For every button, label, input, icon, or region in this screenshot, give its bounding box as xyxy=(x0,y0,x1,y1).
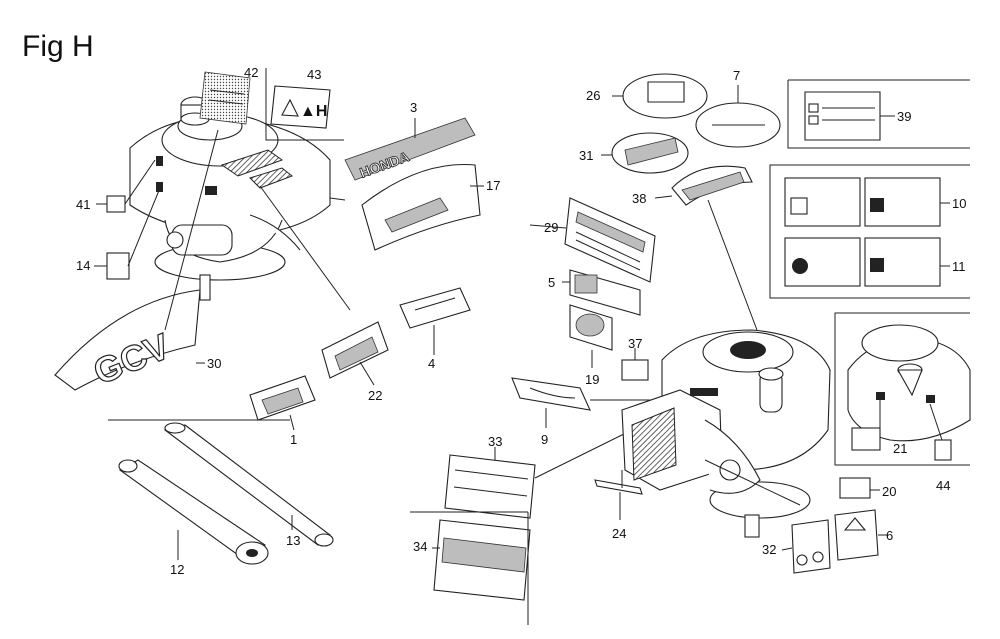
part-26-oval xyxy=(612,73,708,119)
part-37-label xyxy=(621,359,649,381)
callout-1: 1 xyxy=(290,432,297,447)
callout-5: 5 xyxy=(548,275,555,290)
left-leader-lines xyxy=(124,129,351,331)
parts-10-11-panel xyxy=(769,164,970,299)
part-41-label xyxy=(106,195,126,213)
callout-43: 43 xyxy=(307,67,321,82)
part-6-label xyxy=(834,509,888,561)
callout-20: 20 xyxy=(882,484,896,499)
callout-32: 32 xyxy=(762,542,776,557)
callout-31: 31 xyxy=(579,148,593,163)
callout-numbers: 42 43 3 17 41 14 30 22 4 1 12 13 26 7 31… xyxy=(76,65,966,577)
callout-14: 14 xyxy=(76,258,90,273)
part-22-label xyxy=(321,321,389,379)
part-39-panel xyxy=(787,79,970,149)
right-engine-assembly xyxy=(590,329,831,538)
callout-34: 34 xyxy=(413,539,427,554)
part-4-label xyxy=(399,287,471,329)
tubes-12-13 xyxy=(108,419,334,565)
callout-11: 11 xyxy=(952,259,966,274)
callout-7: 7 xyxy=(733,68,740,83)
part-38-emblem xyxy=(654,165,761,339)
part-5-label xyxy=(562,269,641,316)
callout-9: 9 xyxy=(541,432,548,447)
part-24-strip xyxy=(594,479,643,520)
callout-3: 3 xyxy=(410,100,417,115)
part-20-label xyxy=(839,477,871,499)
callout-4: 4 xyxy=(428,356,435,371)
callout-39: 39 xyxy=(897,109,911,124)
part-1-label xyxy=(249,375,316,421)
part-32-label xyxy=(781,519,831,574)
part-33-label xyxy=(444,429,633,519)
part-19-label xyxy=(569,304,613,368)
callout-24: 24 xyxy=(612,526,626,541)
far-right-engine xyxy=(834,312,971,499)
callout-37: 37 xyxy=(628,336,642,351)
callout-38: 38 xyxy=(632,191,646,206)
figure-title: Fig H xyxy=(22,30,94,63)
part-31-emblem xyxy=(601,132,689,174)
part-9-strip xyxy=(511,377,591,428)
part-29-warning-label xyxy=(564,197,656,283)
part-44-label xyxy=(934,439,952,461)
callout-17: 17 xyxy=(486,178,500,193)
part-34-warning-label xyxy=(410,511,531,625)
parts-42-43: ▲H xyxy=(199,68,344,141)
callout-21: 21 xyxy=(893,441,907,456)
callout-30: 30 xyxy=(207,356,221,371)
callout-ticks xyxy=(94,118,623,549)
callout-10: 10 xyxy=(952,196,966,211)
callout-41: 41 xyxy=(76,197,90,212)
callout-29: 29 xyxy=(544,220,558,235)
callout-42: 42 xyxy=(244,65,258,80)
left-engine-assembly xyxy=(106,96,331,301)
callout-12: 12 xyxy=(170,562,184,577)
callout-26: 26 xyxy=(586,88,600,103)
part-21-label xyxy=(851,427,881,451)
callout-22: 22 xyxy=(368,388,382,403)
callout-6: 6 xyxy=(886,528,893,543)
part-7-oval xyxy=(695,85,781,148)
callout-19: 19 xyxy=(585,372,599,387)
part-17-emblem xyxy=(361,163,481,251)
callout-44: 44 xyxy=(936,478,950,493)
callout-13: 13 xyxy=(286,533,300,548)
part-30-gcv-decal: GCV xyxy=(54,289,201,393)
svg-text:▲H: ▲H xyxy=(300,103,327,120)
callout-33: 33 xyxy=(488,434,502,449)
part-14-label xyxy=(106,252,130,280)
